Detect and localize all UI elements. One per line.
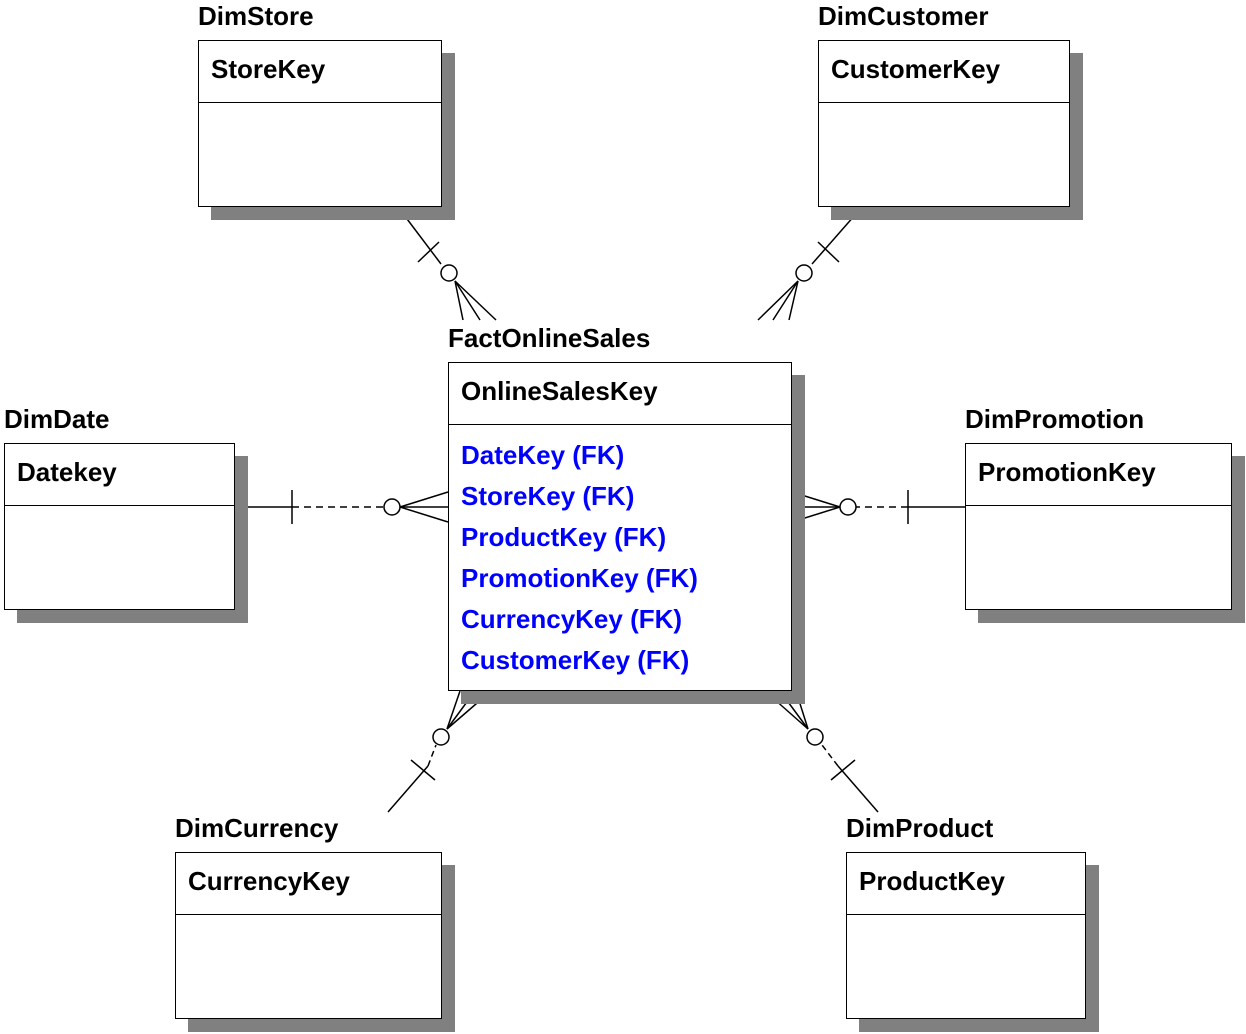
foreign-key-storekey: StoreKey (FK) bbox=[461, 481, 635, 511]
relationship-date-fact bbox=[235, 490, 449, 524]
primary-key: PromotionKey bbox=[966, 444, 1231, 506]
entity-dimcustomer[interactable]: CustomerKey bbox=[818, 40, 1070, 207]
relationship-store-fact bbox=[397, 206, 497, 321]
entity-dimdate[interactable]: Datekey bbox=[4, 443, 235, 610]
primary-key: ProductKey bbox=[847, 853, 1085, 915]
primary-key: OnlineSalesKey bbox=[449, 363, 791, 425]
entity-dimstore[interactable]: StoreKey bbox=[198, 40, 442, 207]
primary-key: CustomerKey bbox=[819, 41, 1069, 103]
entity-factonlinesales[interactable]: OnlineSalesKey DateKey (FK) StoreKey (FK… bbox=[448, 362, 792, 691]
primary-key: StoreKey bbox=[199, 41, 441, 103]
entity-title-dimcustomer: DimCustomer bbox=[818, 1, 989, 31]
entity-title-factonlinesales: FactOnlineSales bbox=[448, 323, 651, 353]
relationship-currency-fact bbox=[387, 690, 492, 813]
entity-title-dimdate: DimDate bbox=[4, 404, 110, 434]
entity-title-dimproduct: DimProduct bbox=[846, 813, 994, 843]
foreign-key-datekey: DateKey (FK) bbox=[461, 440, 625, 470]
entity-dimcurrency[interactable]: CurrencyKey bbox=[175, 852, 442, 1019]
foreign-key-list: DateKey (FK) StoreKey (FK) ProductKey (F… bbox=[449, 425, 791, 681]
foreign-key-currencykey: CurrencyKey (FK) bbox=[461, 604, 683, 634]
relationship-promotion-fact bbox=[791, 490, 965, 524]
foreign-key-customerkey: CustomerKey (FK) bbox=[461, 645, 690, 675]
entity-dimpromotion[interactable]: PromotionKey bbox=[965, 443, 1232, 610]
entity-title-dimpromotion: DimPromotion bbox=[965, 404, 1145, 434]
relationship-product-fact bbox=[764, 690, 879, 813]
relationship-customer-fact bbox=[757, 206, 863, 321]
primary-key: Datekey bbox=[5, 444, 234, 506]
primary-key: CurrencyKey bbox=[176, 853, 441, 915]
foreign-key-promotionkey: PromotionKey (FK) bbox=[461, 563, 698, 593]
entity-title-dimstore: DimStore bbox=[198, 1, 314, 31]
foreign-key-productkey: ProductKey (FK) bbox=[461, 522, 667, 552]
entity-title-dimcurrency: DimCurrency bbox=[175, 813, 339, 843]
entity-dimproduct[interactable]: ProductKey bbox=[846, 852, 1086, 1019]
